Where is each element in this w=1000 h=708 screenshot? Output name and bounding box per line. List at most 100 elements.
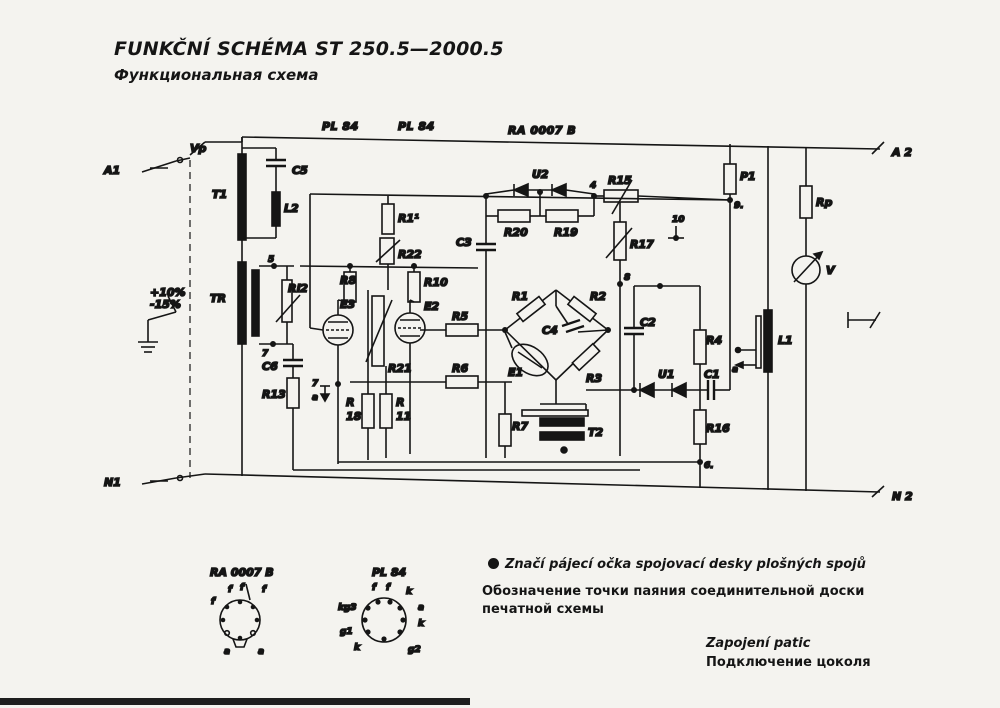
page-edge — [0, 698, 470, 705]
terminal-a2: A 2 — [891, 146, 912, 159]
terminal-a1: A1 — [103, 164, 120, 177]
solder-points — [270, 189, 733, 465]
socket-pl-pin-kg3: kg3 — [338, 603, 357, 613]
voltmeter-icon — [791, 250, 824, 285]
inductor-l1 — [763, 309, 773, 373]
label-t2: T2 — [588, 426, 604, 439]
solder-legend-cz-text: Značí pájecí očka spojovací desky plošný… — [505, 557, 866, 572]
socket-pl-pin-g2: g2 — [408, 645, 421, 655]
socket-pl-pin-f1: f — [372, 583, 377, 593]
resistor-r11 — [381, 203, 395, 235]
solder-dot-icon — [488, 558, 499, 569]
point-7: 7 — [262, 349, 269, 359]
resistor-r13 — [286, 377, 300, 409]
label-rp: Rp — [816, 196, 832, 209]
point-9: 9. — [734, 201, 744, 211]
transformer-t1 — [237, 137, 247, 262]
inductor-l2 — [271, 191, 281, 227]
socket-pl-pin-f2: f — [386, 583, 391, 593]
socket-pl-pin-k3: k — [418, 619, 425, 629]
pot-r22 — [379, 237, 395, 265]
socket-ra-pin-f4: f — [211, 597, 216, 607]
lamp-e1 — [504, 331, 549, 377]
tube-e2 — [394, 312, 426, 344]
label-r1: R1 — [512, 290, 528, 303]
label-tol-plus: +10% — [150, 286, 186, 299]
label-p1: P1 — [740, 170, 756, 183]
resistor-r1 — [515, 295, 547, 323]
label-r20: R20 — [504, 226, 528, 239]
socket-caption-cz: Zapojení patic — [706, 636, 811, 651]
label-r22: R22 — [398, 248, 422, 261]
resistor-r3 — [571, 342, 601, 372]
diode-u1 — [638, 381, 687, 399]
resistor-r6 — [445, 375, 479, 389]
resistor-r2 — [566, 295, 598, 323]
label-c5: C5 — [292, 164, 308, 177]
point-5: 5 — [268, 255, 274, 265]
ground-icon — [138, 320, 158, 353]
label-c3: C3 — [456, 236, 472, 249]
bottom-rail — [141, 473, 885, 498]
label-r18-a: R — [346, 396, 354, 409]
transformer-t2 — [521, 409, 589, 454]
solder-legend-ru: Обозначение точки паяния соединительной … — [482, 584, 865, 617]
socket-caption-ru: Подключение цоколя — [706, 655, 871, 670]
label-r11-a: R — [396, 396, 404, 409]
label-r19: R19 — [554, 226, 578, 239]
label-l2: L2 — [284, 202, 299, 215]
label-c1: C1 — [704, 368, 720, 381]
label-u2: U2 — [532, 168, 549, 181]
socket-ra-pin-f3: f — [262, 585, 267, 595]
label-l1: L1 — [778, 334, 793, 347]
resistor-rp — [799, 185, 813, 219]
label-e1: E1 — [508, 366, 523, 379]
page-subtitle: Функциональная схема — [114, 66, 319, 84]
terminal-n2: N 2 — [892, 490, 913, 503]
point-8: 8 — [624, 273, 630, 283]
label-r6: R6 — [452, 362, 468, 375]
inductor-l1-core — [755, 315, 762, 369]
point-7a: 7 — [312, 379, 319, 389]
label-c4: C4 — [542, 324, 558, 337]
label-t1: T1 — [212, 188, 227, 201]
socket-pl-pin-k2: k — [354, 643, 361, 653]
socket-pl84 — [361, 597, 407, 643]
label-r3: R3 — [586, 372, 602, 385]
page-title: FUNKČNÍ SCHÉMA ST 250.5—2000.5 — [114, 38, 504, 60]
label-v: V — [826, 264, 836, 277]
socket-pl-title: PL 84 — [372, 566, 406, 579]
point-4: 4 — [589, 181, 596, 191]
label-r11-b: 11 — [396, 410, 411, 423]
label-r18-b: 18 — [346, 410, 362, 423]
resistor-r7 — [498, 413, 512, 447]
label-c6: C6 — [262, 360, 278, 373]
label-r4: R4 — [706, 334, 722, 347]
label-r17: R17 — [630, 238, 654, 251]
resistor-r18 — [361, 393, 375, 429]
label-e3: E3 — [340, 298, 356, 311]
label-e2: E2 — [424, 300, 440, 313]
top-rail — [141, 136, 885, 173]
transformer-tr — [237, 261, 260, 476]
label-tr: TR — [210, 292, 226, 305]
switch-contact — [176, 156, 184, 164]
socket-ra-pin-a2: a — [258, 647, 264, 657]
label-c2: C2 — [640, 316, 656, 329]
label-r21: R21 — [388, 362, 412, 375]
label-vp: Vp — [190, 142, 207, 155]
label-r5: R5 — [452, 310, 468, 323]
point-10: 10 — [672, 215, 685, 225]
label-tol-minus: -15% — [150, 298, 181, 311]
socket-ra-title: RA 0007 B — [210, 566, 274, 579]
label-pl84-2: PL 84 — [398, 120, 435, 133]
solder-legend-cz: Značí pájecí očka spojovací desky plošný… — [488, 557, 866, 572]
socket-pl-pin-a: a — [418, 603, 424, 613]
label-r2: R2 — [590, 290, 606, 303]
resistor-p1 — [723, 163, 737, 195]
label-pl84-1: PL 84 — [322, 120, 359, 133]
label-r11-top: R1¹ — [398, 212, 419, 225]
point-6: 6. — [704, 461, 714, 471]
label-r8: R8 — [340, 274, 356, 287]
